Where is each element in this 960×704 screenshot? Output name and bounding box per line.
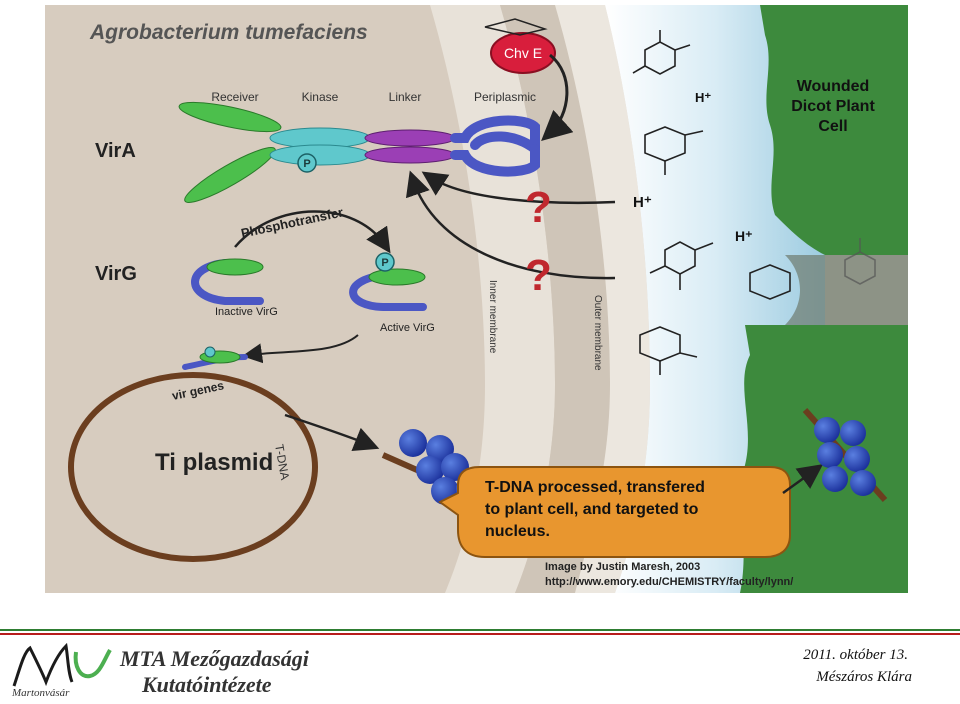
footer-rule-green bbox=[0, 629, 960, 631]
presentation-date: 2011. október 13. bbox=[803, 647, 908, 663]
domain-periplasmic: Periplasmic bbox=[474, 90, 536, 104]
plant-cell-label-3: Cell bbox=[818, 118, 847, 135]
outer-membrane-label: Outer membrane bbox=[592, 295, 603, 371]
credit-line-2: http://www.emory.edu/CHEMISTRY/faculty/l… bbox=[545, 576, 793, 588]
domain-receiver: Receiver bbox=[211, 90, 258, 104]
vira-label: VirA bbox=[95, 140, 136, 162]
chv-e-protein bbox=[490, 32, 556, 74]
t-dna-complex-2 bbox=[802, 408, 888, 502]
vira-phospho-circle bbox=[297, 153, 317, 173]
organization-name: MTA Mezőgazdasági Kutatóintézete bbox=[120, 646, 309, 698]
chve-to-vira-arrow bbox=[541, 53, 574, 142]
logo-text: Martonvásár bbox=[11, 687, 70, 699]
vira-linker-bottom bbox=[364, 146, 456, 164]
inactive-virg-green bbox=[206, 258, 264, 276]
org-line-1: MTA Mezőgazdasági bbox=[120, 646, 309, 671]
question-mark-1: ? bbox=[525, 183, 552, 232]
bound-virg-phospho bbox=[204, 346, 216, 358]
domain-kinase: Kinase bbox=[302, 90, 339, 104]
inner-membrane-label: Inner membrane bbox=[487, 280, 498, 354]
t-dna-label: T-DNA bbox=[272, 443, 292, 481]
signaling-diagram: Agrobacterium tumefaciens Wounded Dicot … bbox=[45, 5, 908, 593]
plasmid-to-complex-arrow bbox=[284, 413, 380, 452]
question-mark-2: ? bbox=[525, 251, 552, 300]
virg-label: VirG bbox=[95, 263, 137, 285]
active-virg-label: Active VirG bbox=[380, 322, 435, 334]
chemical-structures bbox=[632, 30, 791, 375]
periplasm bbox=[500, 5, 610, 593]
hplus-label-2: H⁺ bbox=[695, 90, 711, 105]
vira-phospho-label: P bbox=[303, 158, 310, 170]
sugar-ring-on-chve bbox=[484, 18, 548, 36]
org-line-2: Kutatóintézete bbox=[142, 672, 272, 697]
vira-kinase-bottom bbox=[269, 144, 371, 166]
vira-receiver-bottom bbox=[184, 147, 276, 203]
callout-to-nucleus-arrow bbox=[782, 464, 824, 495]
credit-line-1: Image by Justin Maresh, 2003 bbox=[545, 561, 700, 573]
ti-plasmid-label: Ti plasmid bbox=[155, 449, 273, 476]
hplus-label-3: H⁺ bbox=[735, 228, 753, 244]
author-name: Mészáros Klára bbox=[816, 669, 912, 685]
vira-receiver-top bbox=[178, 101, 282, 133]
plant-cell-label-1: Wounded bbox=[797, 78, 870, 95]
callout-line-3: nucleus. bbox=[485, 523, 550, 540]
hplus-label-1: H⁺ bbox=[633, 194, 652, 211]
plant-cell-label-2: Dicot Plant bbox=[791, 98, 875, 115]
inactive-virg-label: Inactive VirG bbox=[215, 306, 278, 318]
figure-title: Agrobacterium tumefaciens bbox=[89, 21, 368, 44]
footer-rule-red bbox=[0, 633, 960, 635]
callout-box bbox=[438, 466, 791, 558]
vira-periplasmic-bottom bbox=[450, 144, 540, 177]
vira-linker-top bbox=[364, 129, 456, 147]
ti-plasmid bbox=[68, 372, 318, 562]
chemical-structure-faded bbox=[844, 238, 876, 285]
vira-periplasmic-top bbox=[450, 115, 540, 160]
plant-cell-upper bbox=[760, 5, 908, 255]
domain-linker: Linker bbox=[389, 90, 422, 104]
outer-membrane bbox=[555, 5, 650, 593]
virg-phospho-label: P bbox=[381, 257, 388, 269]
virg-phospho-circle bbox=[375, 252, 395, 272]
callout-line-1: T-DNA processed, transfered bbox=[485, 479, 705, 496]
chv-e-label: Chv E bbox=[504, 45, 542, 61]
institute-logo: Martonvásár bbox=[11, 642, 112, 699]
virg-to-plasmid-arrow bbox=[242, 334, 359, 364]
hplus-arrow bbox=[421, 171, 616, 205]
callout-line-2: to plant cell, and targeted to bbox=[485, 501, 699, 518]
active-virg-green bbox=[368, 268, 426, 286]
inner-membrane bbox=[430, 5, 555, 593]
phosphotransfer-arrow bbox=[234, 210, 391, 254]
phenolic-arrow bbox=[405, 170, 616, 280]
plant-wound-gap bbox=[785, 255, 908, 325]
